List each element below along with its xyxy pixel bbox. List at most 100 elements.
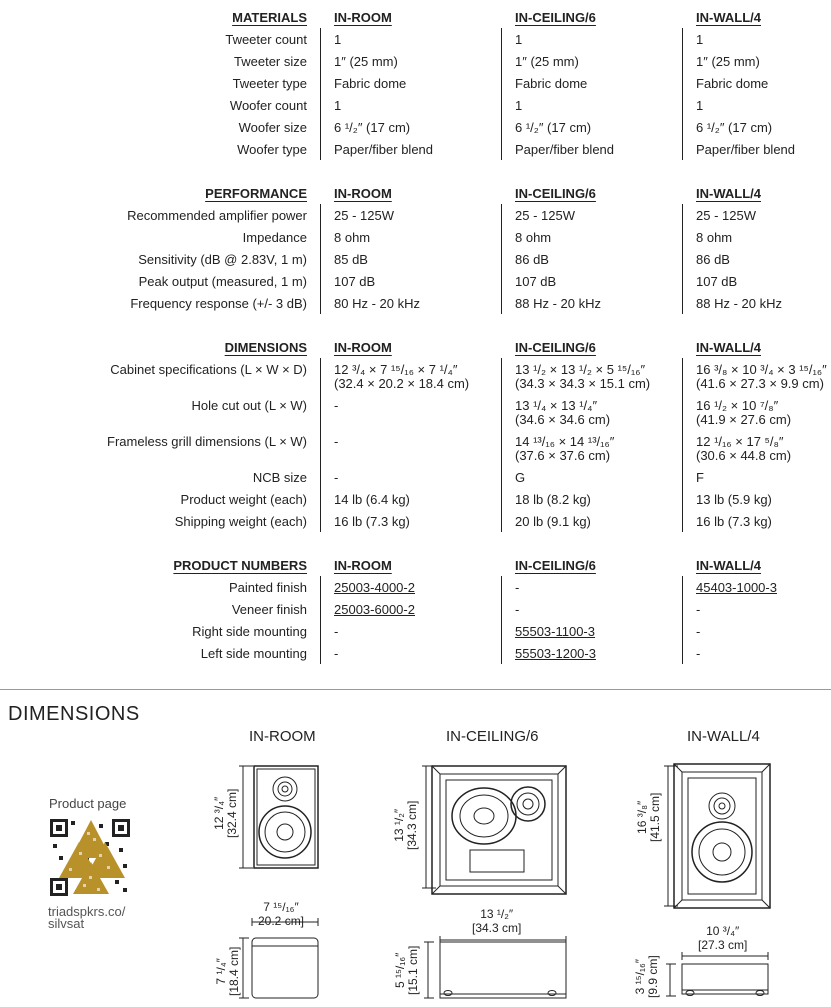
drawing-column-title: IN-CEILING/6 (446, 728, 539, 745)
spec-label: Left side mounting (200, 646, 307, 661)
spec-value: F (696, 470, 704, 485)
spec-label: Cabinet specifications (L × W × D) (110, 362, 307, 377)
spec-value: 86 dB (515, 252, 549, 267)
spec-value: - (696, 646, 701, 661)
spec-value: 86 dB (696, 252, 730, 267)
column-divider (320, 204, 321, 314)
spec-value: 14 ¹³/₁₆ × 14 ¹³/₁₆″ (515, 434, 615, 449)
spec-value: 1 (515, 98, 523, 113)
spec-label: Hole cut out (L × W) (191, 398, 307, 413)
spec-value: Fabric dome (334, 76, 407, 91)
spec-value: Paper/fiber blend (515, 142, 615, 157)
column-header: IN-WALL/4 (696, 340, 761, 355)
width-cm: [34.3 cm] (472, 921, 522, 935)
spec-value: 13 ¹/₂ × 13 ¹/₂ × 5 ¹⁵/₁₆″ (515, 362, 646, 377)
qr-url-line: silvsat (48, 916, 85, 931)
qr-url[interactable]: triadspkrs.co/ silvsat (48, 905, 148, 931)
product-number-link[interactable]: 55503-1200-3 (515, 646, 596, 661)
spec-value: 1 (334, 98, 342, 113)
product-number-link[interactable]: 25003-6000-2 (334, 602, 415, 617)
spec-value: 1 (696, 98, 704, 113)
in-ceiling-drawing (422, 765, 567, 999)
height-cm: [34.3 cm] (405, 800, 419, 850)
spec-row: Product weight (each) 14 lb (6.4 kg) 18 … (0, 491, 831, 513)
spec-value: 6 ¹/₂″ (17 cm) (334, 120, 411, 135)
spec-value: 1 (696, 32, 704, 47)
spec-label: Sensitivity (dB @ 2.83V, 1 m) (138, 252, 307, 267)
spec-row: Cabinet specifications (L × W × D) 12 ³/… (0, 361, 831, 397)
performance-header-row: PERFORMANCE IN-ROOM IN-CEILING/6 IN-WALL… (0, 185, 831, 207)
column-divider (682, 28, 683, 160)
dimension-label: 3 ¹⁵/₁₆″ [9.9 cm] (633, 955, 660, 998)
spec-label: Woofer size (238, 120, 307, 135)
spec-value: 8 ohm (334, 230, 371, 245)
spec-value: 8 ohm (696, 230, 733, 245)
product-number-link[interactable]: 55503-1100-3 (515, 624, 595, 639)
column-header: IN-ROOM (334, 186, 392, 201)
section-header: PERFORMANCE (205, 186, 307, 201)
spec-value: 85 dB (334, 252, 368, 267)
spec-value: 20 lb (9.1 kg) (515, 514, 591, 529)
spec-row: Veneer finish 25003-6000-2 - - (0, 601, 831, 623)
column-divider (501, 28, 502, 160)
spec-row: Tweeter count 1 1 1 (0, 31, 831, 53)
spec-row: Left side mounting - 55503-1200-3 - (0, 645, 831, 667)
spec-value: 1″ (25 mm) (515, 54, 579, 69)
width-cm: [27.3 cm] (698, 938, 748, 952)
spec-value: 107 dB (515, 274, 557, 289)
column-header: IN-WALL/4 (696, 558, 761, 573)
spec-value: 18 lb (8.2 kg) (515, 492, 591, 507)
spec-value: 8 ohm (515, 230, 552, 245)
section-header: PRODUCT NUMBERS (173, 558, 307, 573)
spec-value: Paper/fiber blend (696, 142, 796, 157)
spec-value: 6 ¹/₂″ (17 cm) (696, 120, 773, 135)
spec-value-metric: (32.4 × 20.2 × 18.4 cm) (334, 376, 470, 391)
spec-value: 16 lb (7.3 kg) (696, 514, 772, 529)
in-room-drawing (239, 765, 319, 999)
spec-value: 1″ (25 mm) (334, 54, 398, 69)
spec-row: Shipping weight (each) 16 lb (7.3 kg) 20… (0, 513, 831, 535)
qr-code-icon[interactable] (49, 818, 133, 898)
spec-label: NCB size (252, 470, 307, 485)
spec-label: Painted finish (228, 580, 307, 595)
spec-label: Woofer type (237, 142, 307, 157)
spec-value: 1 (334, 32, 342, 47)
spec-value: - (696, 624, 701, 639)
product-number-link[interactable]: 25003-4000-2 (334, 580, 415, 595)
section-divider (0, 689, 831, 690)
spec-value: - (515, 602, 520, 617)
spec-value: Paper/fiber blend (334, 142, 434, 157)
spec-value: - (696, 602, 701, 617)
spec-value: 12 ³/₄ × 7 ¹⁵/₁₆ × 7 ¹/₄″ (334, 362, 458, 377)
spec-row: NCB size - G F (0, 469, 831, 491)
dimension-label: 13 ¹/₂″ [34.3 cm] (392, 800, 419, 850)
spec-value: Fabric dome (696, 76, 769, 91)
spec-value: 25 - 125W (334, 208, 394, 223)
spec-value: G (515, 470, 526, 485)
column-header: IN-CEILING/6 (515, 10, 596, 25)
spec-value: - (334, 470, 339, 485)
spec-value: Fabric dome (515, 76, 588, 91)
spec-label: Woofer count (229, 98, 307, 113)
spec-label: Recommended amplifier power (127, 208, 307, 223)
spec-value: - (515, 580, 520, 595)
depth-cm: [9.9 cm] (646, 955, 660, 998)
spec-value: - (334, 398, 339, 413)
drawing-column-title: IN-WALL/4 (687, 728, 760, 745)
column-divider (320, 576, 321, 664)
spec-row: Impedance 8 ohm 8 ohm 8 ohm (0, 229, 831, 251)
depth-cm: [18.4 cm] (227, 946, 241, 996)
spec-value: 12 ¹/₁₆ × 17 ⁵/₈″ (696, 434, 784, 449)
spec-row: Woofer type Paper/fiber blend Paper/fibe… (0, 141, 831, 163)
spec-label: Frameless grill dimensions (L × W) (107, 434, 307, 449)
spec-value: 88 Hz - 20 kHz (515, 296, 601, 311)
dimensions-header-row: DIMENSIONS IN-ROOM IN-CEILING/6 IN-WALL/… (0, 339, 831, 361)
spec-row: Tweeter type Fabric dome Fabric dome Fab… (0, 75, 831, 97)
dimension-label: 10 ³/₄″ [27.3 cm] (698, 924, 747, 952)
spec-value: - (334, 624, 339, 639)
dimension-label: 5 ¹⁵/₁₆″ [15.1 cm] (393, 946, 420, 995)
dimension-label: 7 ¹/₄″ [18.4 cm] (214, 946, 241, 996)
column-header: IN-ROOM (334, 558, 392, 573)
section-header: DIMENSIONS (224, 340, 307, 355)
product-number-link[interactable]: 45403-1000-3 (696, 580, 777, 595)
